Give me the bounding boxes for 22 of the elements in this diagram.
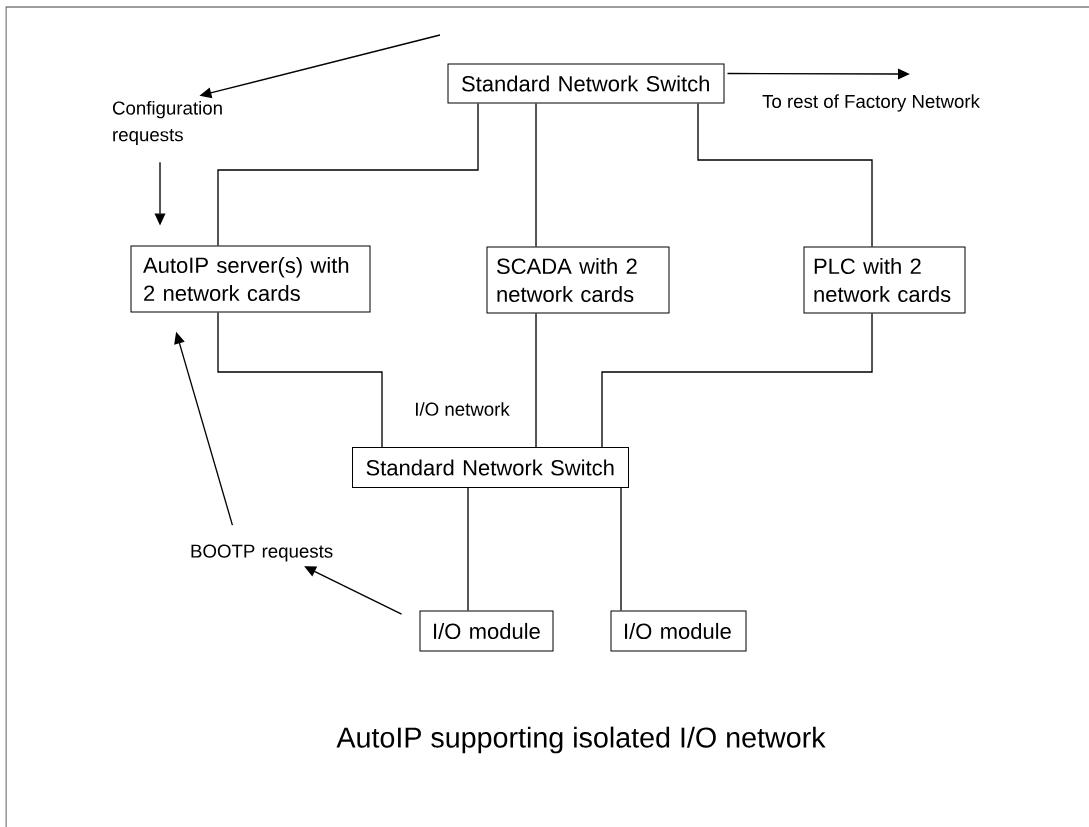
network-line: [217, 311, 383, 448]
network-line: [467, 487, 469, 612]
network-line: [217, 102, 479, 247]
device-box: SCADA with 2 network cards: [486, 246, 670, 314]
edge-label: To rest of Factory Network: [760, 92, 982, 114]
module-box: I/O module: [610, 610, 747, 652]
switch-box: Standard Network Switch: [447, 63, 725, 104]
device-box: AutoIP server(s) with 2 network cards: [130, 245, 371, 313]
arrow: [726, 68, 910, 80]
switch-box: Standard Network Switch: [352, 447, 629, 488]
arrow: [304, 566, 403, 615]
module-box: I/O module: [419, 610, 554, 652]
caption: AutoIP supporting isolated I/O network: [336, 726, 826, 754]
device-box: PLC with 2 network cards: [803, 246, 966, 314]
annotation-text: BOOTP requests: [191, 544, 333, 562]
network-label: I/O network: [416, 402, 510, 416]
network-line: [535, 102, 537, 248]
network-line: [535, 312, 537, 448]
network-line: [697, 102, 873, 248]
annotation-text: Configuration requests: [112, 100, 222, 145]
network-line: [620, 487, 622, 612]
network-line: [601, 312, 873, 448]
